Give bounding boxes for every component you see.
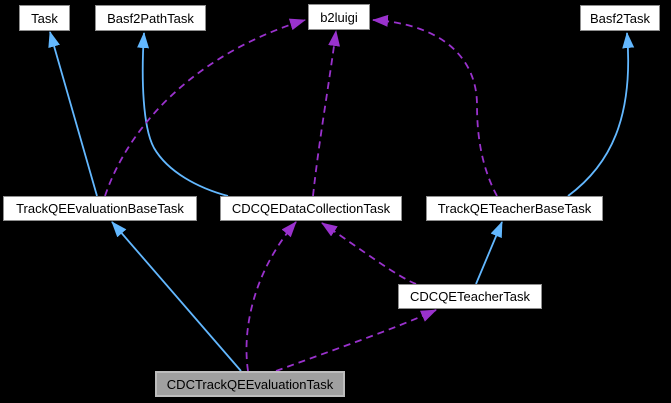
edge-cdctrackqeevaluationtask-to-trackqeevaluationbasetask: [111, 221, 242, 372]
edge-cdcqeteachertask-to-cdcqedatacollectiontask: [321, 222, 417, 285]
edge-cdcqeteachertask-to-trackqeteacherbasetask: [475, 221, 503, 285]
node-b2luigi-label: b2luigi: [320, 9, 358, 25]
edge-cdcqedatacollectiontask-to-basf2pathtask: [137, 32, 229, 197]
edge-cdcqedatacollectiontask-to-b2luigi: [312, 30, 341, 197]
node-b2luigi[interactable]: b2luigi: [308, 4, 370, 30]
node-basf2task[interactable]: Basf2Task: [580, 5, 660, 31]
edge-cdctrackqeevaluationtask-to-cdcqedatacollectiontask: [245, 221, 297, 372]
node-basf2pathtask[interactable]: Basf2PathTask: [95, 5, 206, 31]
node-cdcqeteachertask[interactable]: CDCQETeacherTask: [398, 284, 542, 309]
edge-trackqeteacherbasetask-to-b2luigi: [372, 14, 498, 197]
node-cdcqedatacollectiontask[interactable]: CDCQEDataCollectionTask: [220, 196, 402, 221]
node-basf2pathtask-label: Basf2PathTask: [107, 10, 194, 26]
node-cdcqedatacollectiontask-label: CDCQEDataCollectionTask: [231, 201, 391, 216]
edge-trackqeevaluationbasetask-to-task: [48, 31, 98, 197]
node-trackqeteacherbasetask[interactable]: TrackQETeacherBaseTask: [426, 196, 603, 221]
edge-cdctrackqeevaluationtask-to-cdcqeteachertask: [275, 309, 437, 372]
node-task-label: Task: [31, 10, 58, 26]
node-cdcqeteachertask-label: CDCQETeacherTask: [410, 289, 530, 304]
node-trackqeteacherbasetask-label: TrackQETeacherBaseTask: [437, 201, 592, 216]
node-trackqeevaluationbasetask-label: TrackQEEvaluationBaseTask: [16, 201, 184, 216]
node-basf2task-label: Basf2Task: [590, 10, 650, 26]
edge-trackqeteacherbasetask-to-basf2task: [567, 32, 635, 197]
node-task[interactable]: Task: [19, 5, 70, 31]
edge-trackqeevaluationbasetask-to-b2luigi: [104, 18, 306, 197]
node-trackqeevaluationbasetask[interactable]: TrackQEEvaluationBaseTask: [3, 196, 197, 221]
node-cdctrackqeevaluationtask-label: CDCTrackQEEvaluationTask: [166, 376, 334, 392]
node-cdctrackqeevaluationtask-current: CDCTrackQEEvaluationTask: [155, 371, 345, 397]
